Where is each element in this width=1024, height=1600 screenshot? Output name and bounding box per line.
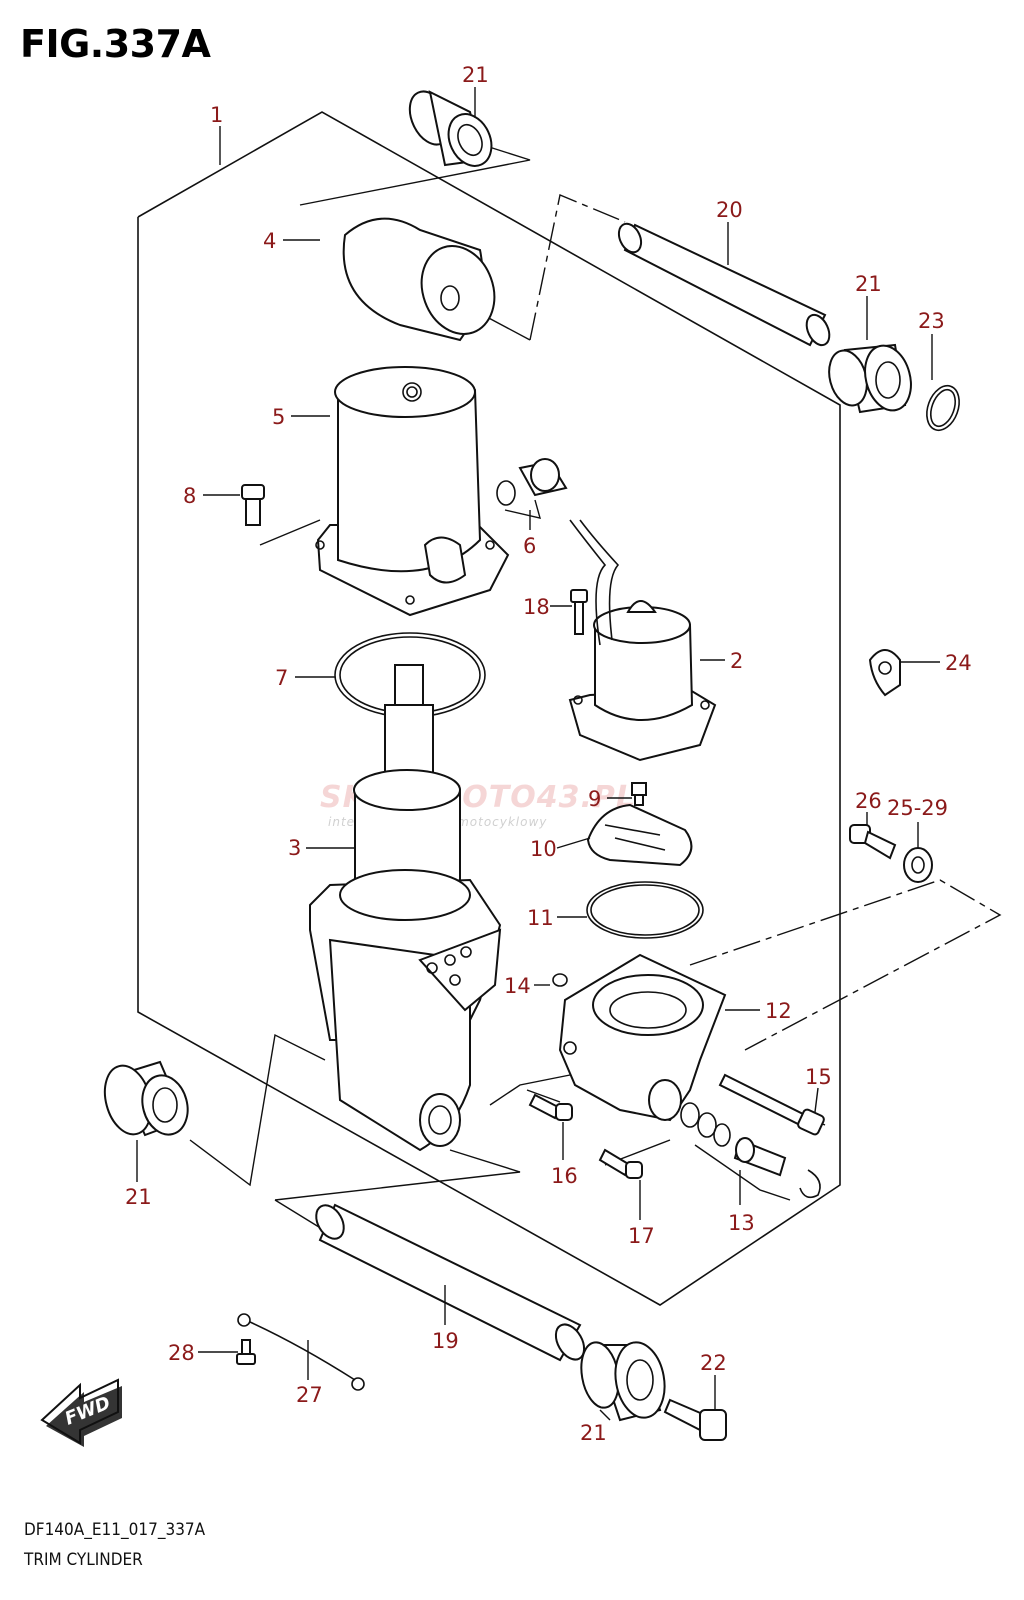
part-17-screw <box>598 1148 643 1179</box>
callout-22: 22 <box>700 1351 727 1375</box>
part-10-plate <box>586 803 693 867</box>
callout-labels: 1 2 3 4 5 6 7 8 9 10 11 12 13 14 15 16 1… <box>125 63 972 1445</box>
part-11-oring <box>586 881 704 939</box>
part-21-bushing-right <box>828 343 912 414</box>
part-8-bolt <box>241 484 265 526</box>
part-14-oring <box>552 973 568 987</box>
part-15-bolt <box>718 1073 825 1136</box>
callout-4: 4 <box>263 229 276 253</box>
callout-26: 26 <box>855 789 882 813</box>
callout-9: 9 <box>588 787 601 811</box>
callout-21-top: 21 <box>462 63 489 87</box>
part-26-bolt <box>849 824 897 860</box>
part-12-valve-body <box>558 953 727 1122</box>
part-28-screw <box>236 1339 256 1365</box>
part-23-circlip <box>926 384 960 432</box>
part-21-bushing-left <box>103 1060 189 1137</box>
callout-3: 3 <box>288 836 301 860</box>
part-6-fitting <box>496 458 568 506</box>
part-16-screw <box>528 1093 573 1121</box>
callout-25-29: 25-29 <box>887 796 948 820</box>
part-20-pin <box>617 222 831 347</box>
callout-20: 20 <box>716 198 743 222</box>
part-27-wire <box>237 1313 365 1391</box>
callout-12: 12 <box>765 999 792 1023</box>
part-2-motor <box>568 519 717 762</box>
leader-lines <box>136 87 940 1421</box>
callout-17: 17 <box>628 1224 655 1248</box>
part-13-valve-set <box>680 1102 821 1199</box>
callout-23: 23 <box>918 309 945 333</box>
part-21-bushing-top <box>408 90 493 167</box>
callout-6: 6 <box>523 534 536 558</box>
callout-8: 8 <box>183 484 196 508</box>
callout-7: 7 <box>275 666 288 690</box>
callout-1: 1 <box>210 103 223 127</box>
callout-24: 24 <box>945 651 972 675</box>
callout-2: 2 <box>730 649 743 673</box>
callout-5: 5 <box>272 405 285 429</box>
part-25-29-bushing <box>903 847 933 883</box>
figure-title: FIG.337A <box>20 22 211 66</box>
part-3-cylinder <box>309 664 502 1152</box>
callout-10: 10 <box>530 837 557 861</box>
callout-28: 28 <box>168 1341 195 1365</box>
diagram-code: DF140A_E11_017_337A <box>24 1520 206 1540</box>
part-9-valve <box>631 782 647 806</box>
part-24-clamp <box>868 649 901 697</box>
part-22-bolt <box>663 1398 727 1441</box>
callout-27: 27 <box>296 1383 323 1407</box>
callout-11: 11 <box>527 906 554 930</box>
callout-13: 13 <box>728 1211 755 1235</box>
diagram-caption: TRIM CYLINDER <box>24 1550 143 1570</box>
part-18-screw <box>570 589 588 635</box>
callout-14: 14 <box>504 974 531 998</box>
callout-21-right: 21 <box>855 272 882 296</box>
fwd-arrow-icon: FWD <box>40 1378 122 1447</box>
callout-18: 18 <box>523 595 550 619</box>
callout-21-bottom: 21 <box>580 1421 607 1445</box>
callout-21-left: 21 <box>125 1185 152 1209</box>
callout-16: 16 <box>551 1164 578 1188</box>
part-19-pin <box>315 1203 586 1362</box>
part-21-bushing-bottom <box>580 1341 666 1422</box>
callout-15: 15 <box>805 1065 832 1089</box>
part-4-cap <box>342 217 496 342</box>
callout-19: 19 <box>432 1329 459 1353</box>
part-5-reservoir <box>315 366 510 617</box>
assembly-outline <box>137 111 841 1306</box>
